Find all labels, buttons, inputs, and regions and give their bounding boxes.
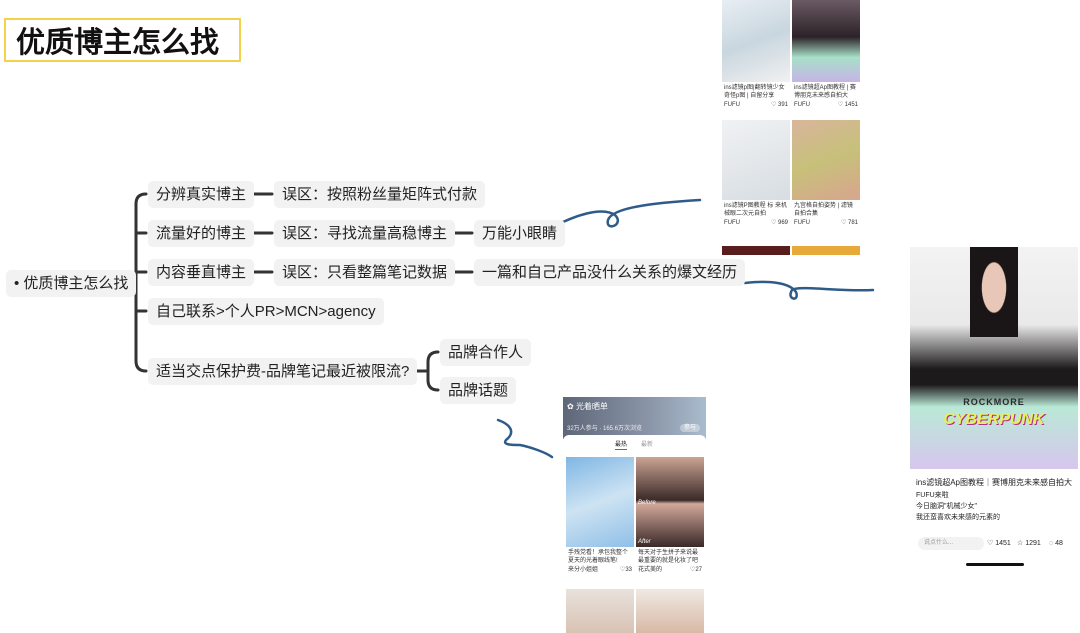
topic-name: ✿ 光着晒单 — [567, 402, 608, 411]
comment-count[interactable]: ◌ 48 — [1049, 540, 1063, 547]
card-title: 手残党看！承包我整个夏天的光着眼线笔! — [568, 550, 629, 564]
feed-card[interactable]: ins滤镜p图|翻转镜少女奇怪p图 | 自留分享 FUFU ♡ 391 — [722, 0, 790, 109]
topic-card[interactable]: Before After 每天对于生拼子来说最最重要的就是化妆了吧 花式美的 ♡2… — [636, 457, 704, 574]
card-likes: ♡ 391 — [770, 102, 788, 108]
branch-vertical-viral[interactable]: 一篇和自己产品没什么关系的爆文经历 — [474, 259, 746, 286]
feed-card[interactable]: 九宫格自拍姿势 | 滤镜自拍合集 FUFU ♡ 781 — [792, 120, 860, 227]
mindmap-root[interactable]: • 优质博主怎么找 — [6, 270, 137, 297]
feed-card[interactable]: ins滤镜超Ap图教程 | 赛博朋克未来感自拍大 FUFU ♡ 1451 — [792, 0, 860, 109]
topic-screenshot: ✿ 光着晒单 32万人参与 · 165.6万次浏览 参与 最热 最新 手残党看！… — [563, 397, 706, 633]
branch-contact-order[interactable]: 自己联系>个人PR>MCN>agency — [148, 298, 384, 325]
branch-good-traffic-eye[interactable]: 万能小眼睛 — [474, 220, 566, 247]
branch-good-traffic[interactable]: 流量好的博主 — [148, 220, 255, 247]
tab-hot[interactable]: 最热 — [615, 442, 628, 450]
like-count[interactable]: ♡ 1451 — [987, 540, 1011, 547]
feed-card[interactable]: ins滤镜P图教程 标 来机械眼二次元自拍 FUFU ♡ 969 — [722, 120, 790, 227]
feed-screenshot: ins滤镜p图|翻转镜少女奇怪p图 | 自留分享 FUFU ♡ 391 ins滤镜… — [722, 0, 860, 255]
branch-brand-partner[interactable]: 品牌合作人 — [440, 339, 532, 366]
card-title: ins滤镜超Ap图教程 | 赛博朋克未来感自拍大 — [794, 85, 856, 99]
card-author: 来分小姐姐 — [568, 567, 599, 573]
page-title: 优质博主怎么找 — [4, 18, 241, 62]
card-author: FUFU — [794, 102, 810, 108]
card-image — [792, 0, 860, 82]
card-image: Before After — [636, 457, 704, 547]
card-likes: ♡ 781 — [840, 220, 858, 226]
card-likes: ♡ 969 — [770, 220, 788, 226]
card-likes: ♡ 1451 — [837, 102, 858, 108]
card-author: 花式美的 — [638, 567, 663, 573]
card-author: FUFU — [724, 102, 740, 108]
card-title: ins滤镜p图|翻转镜少女奇怪p图 | 自留分享 — [724, 85, 785, 99]
card-image — [722, 120, 790, 200]
root-label: 优质博主怎么找 — [23, 275, 129, 292]
join-button[interactable]: 参与 — [680, 424, 701, 432]
cover-text: CYBERPUNK — [943, 411, 1045, 428]
card-image — [792, 120, 860, 200]
note-author: FUFU来啦 — [916, 492, 949, 499]
topic-stats: 32万人参与 · 165.6万次浏览 — [567, 426, 643, 432]
note-screenshot: ROCKMORE CYBERPUNK ins滤镜超Ap图教程｜赛博朋克未来感自拍… — [910, 247, 1078, 577]
star-count[interactable]: ☆ 1291 — [1017, 540, 1041, 547]
topic-header — [563, 397, 706, 439]
card-likes: ♡27 — [689, 567, 702, 573]
branch-good-traffic-pitfall[interactable]: 误区：寻找流量高稳博主 — [274, 220, 456, 247]
cover-portrait — [970, 247, 1018, 337]
home-indicator — [966, 563, 1024, 566]
note-line: 今日脑洞"机械少女" — [916, 503, 977, 510]
card-title: ins滤镜P图教程 标 来机械眼二次元自拍 — [724, 203, 788, 217]
card-image — [722, 0, 790, 82]
branch-protection-fee[interactable]: 适当交点保护费-品牌笔记最近被限流? — [148, 358, 418, 385]
note-line: 我还蛮喜欢未来感的元素的 — [916, 514, 1000, 521]
cover-subtext: ROCKMORE — [963, 397, 1025, 407]
card-image — [636, 589, 704, 633]
card-title: 九宫格自拍姿势 | 滤镜自拍合集 — [794, 203, 853, 217]
note-title: ins滤镜超Ap图教程｜赛博朋克未来感自拍大 — [916, 478, 1073, 487]
card-author: FUFU — [794, 220, 810, 226]
card-title: 每天对于生拼子来说最最重要的就是化妆了吧 — [638, 550, 699, 564]
card-image — [566, 457, 634, 547]
ink-annotations — [496, 198, 875, 459]
topic-card[interactable]: 手残党看！承包我整个夏天的光着眼线笔! 来分小姐姐 ♡33 — [566, 457, 634, 574]
card-likes: ♡33 — [619, 567, 632, 573]
tab-new[interactable]: 最新 — [641, 442, 654, 448]
branch-brand-topic[interactable]: 品牌话题 — [440, 377, 517, 404]
branch-real-blogger-pitfall[interactable]: 误区：按照粉丝量矩阵式付款 — [274, 181, 486, 208]
before-label: Before — [638, 500, 656, 506]
branch-vertical-content[interactable]: 内容垂直博主 — [148, 259, 255, 286]
card-image — [566, 589, 634, 633]
after-label: After — [638, 539, 651, 545]
branch-vertical-pitfall[interactable]: 误区：只看整篇笔记数据 — [274, 259, 456, 286]
card-author: FUFU — [724, 220, 740, 226]
branch-real-blogger[interactable]: 分辨真实博主 — [148, 181, 255, 208]
comment-input[interactable]: 说点什么... — [918, 537, 984, 550]
